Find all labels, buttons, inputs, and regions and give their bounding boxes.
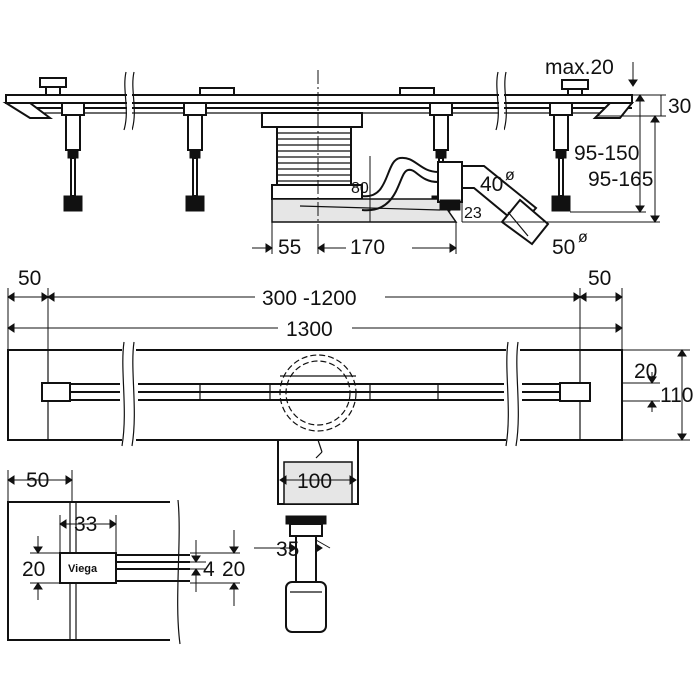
dimension-95-165: 95-165 bbox=[462, 115, 660, 223]
brand-label: Viega bbox=[68, 563, 98, 575]
label-50-pipe: 50 bbox=[552, 236, 575, 259]
dimension-95-150: 95-150 bbox=[574, 94, 645, 213]
dimension-80: 80 bbox=[351, 156, 371, 222]
dimension-40: 40 ø bbox=[480, 167, 515, 196]
outlet-pipe-plan: 35 bbox=[254, 515, 331, 633]
label-20-detail-right: 20 bbox=[222, 558, 245, 581]
label-50-right: 50 bbox=[588, 267, 611, 290]
dimension-50-pipe: 50 ø bbox=[552, 229, 588, 259]
label-300-1200: 300 -1200 bbox=[262, 287, 357, 310]
label-33: 33 bbox=[74, 513, 97, 536]
grate-slot bbox=[41, 382, 591, 402]
dimension-4-20-detail: 4 20 bbox=[190, 530, 245, 606]
label-80: 80 bbox=[351, 180, 369, 197]
plan-view: 50 300 -1200 50 1300 bbox=[7, 267, 693, 633]
label-50-detail: 50 bbox=[26, 469, 49, 492]
side-elevation: max.20 30 95-150 95-165 80 bbox=[2, 56, 691, 259]
label-110: 110 bbox=[660, 384, 693, 407]
diameter-symbol: ø bbox=[578, 229, 588, 246]
drain-body bbox=[261, 112, 550, 246]
end-clamp-right bbox=[561, 79, 589, 90]
channel-rail bbox=[5, 94, 633, 104]
channel-frame-plan bbox=[7, 349, 623, 441]
dimension-23: 23 bbox=[461, 198, 482, 222]
adjustable-foot bbox=[61, 102, 85, 212]
dimension-20-110: 20 110 bbox=[622, 349, 693, 441]
break-marks-top bbox=[123, 71, 507, 131]
label-100: 100 bbox=[297, 470, 332, 493]
label-23: 23 bbox=[464, 205, 482, 222]
label-40: 40 bbox=[480, 173, 503, 196]
label-max20: max.20 bbox=[545, 56, 614, 79]
label-170: 170 bbox=[350, 236, 385, 259]
dimension-row-300-1200: 50 300 -1200 50 1300 bbox=[7, 267, 623, 350]
dimension-55-170: 55 170 bbox=[252, 220, 457, 259]
viega-end-cap bbox=[59, 552, 117, 584]
adjustable-foot bbox=[183, 102, 207, 212]
dimension-50-detail: 50 bbox=[7, 469, 73, 502]
diameter-symbol: ø bbox=[505, 167, 515, 184]
end-clamp-left bbox=[39, 77, 67, 88]
adjustable-foot bbox=[549, 102, 573, 212]
label-95-165: 95-165 bbox=[588, 168, 653, 191]
end-detail: 50 33 Viega 20 bbox=[7, 469, 245, 646]
dimension-max20: max.20 bbox=[545, 56, 638, 87]
label-95-150: 95-150 bbox=[574, 142, 639, 165]
label-20-detail-left: 20 bbox=[22, 558, 45, 581]
dimension-33: 33 bbox=[59, 513, 117, 553]
label-35: 35 bbox=[276, 538, 299, 561]
label-4: 4 bbox=[203, 558, 215, 581]
label-20-right: 20 bbox=[634, 360, 657, 383]
drain-outlet-plan bbox=[279, 354, 357, 432]
label-50-left: 50 bbox=[18, 267, 41, 290]
dimension-20-detail-left: 20 bbox=[22, 536, 60, 600]
outlet-box-plan: 100 bbox=[277, 439, 359, 505]
label-1300: 1300 bbox=[286, 318, 333, 341]
label-55: 55 bbox=[278, 236, 301, 259]
label-30: 30 bbox=[668, 95, 691, 118]
